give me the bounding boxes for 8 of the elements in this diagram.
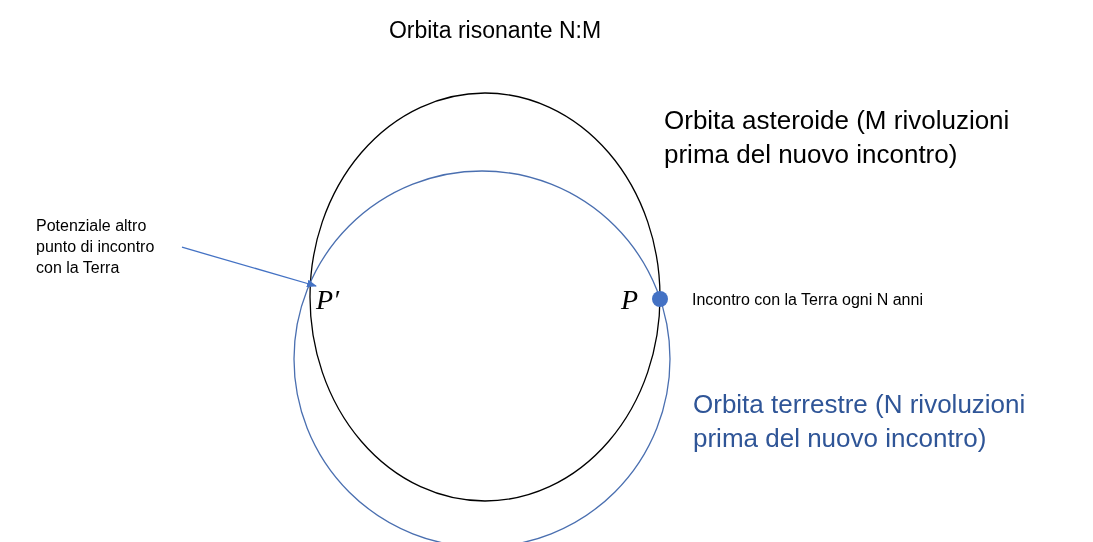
orbit-label: Orbita asteroide (M rivoluzioni prima del nuovo incontro) (664, 104, 1011, 171)
diagram-title: Orbita risonante N:M (387, 16, 603, 45)
orbit-label: Orbita terrestre (N rivoluzioni prima del nuovo incontro) (693, 388, 1027, 455)
annotation-text: Potenziale altro punto di incontro con la Terra (36, 216, 181, 279)
arrow (181, 246, 317, 288)
point-label: P (621, 283, 639, 317)
annotation-text: Incontro con la Terra ogni N anni (692, 290, 923, 310)
point-label: P′ (316, 282, 340, 319)
